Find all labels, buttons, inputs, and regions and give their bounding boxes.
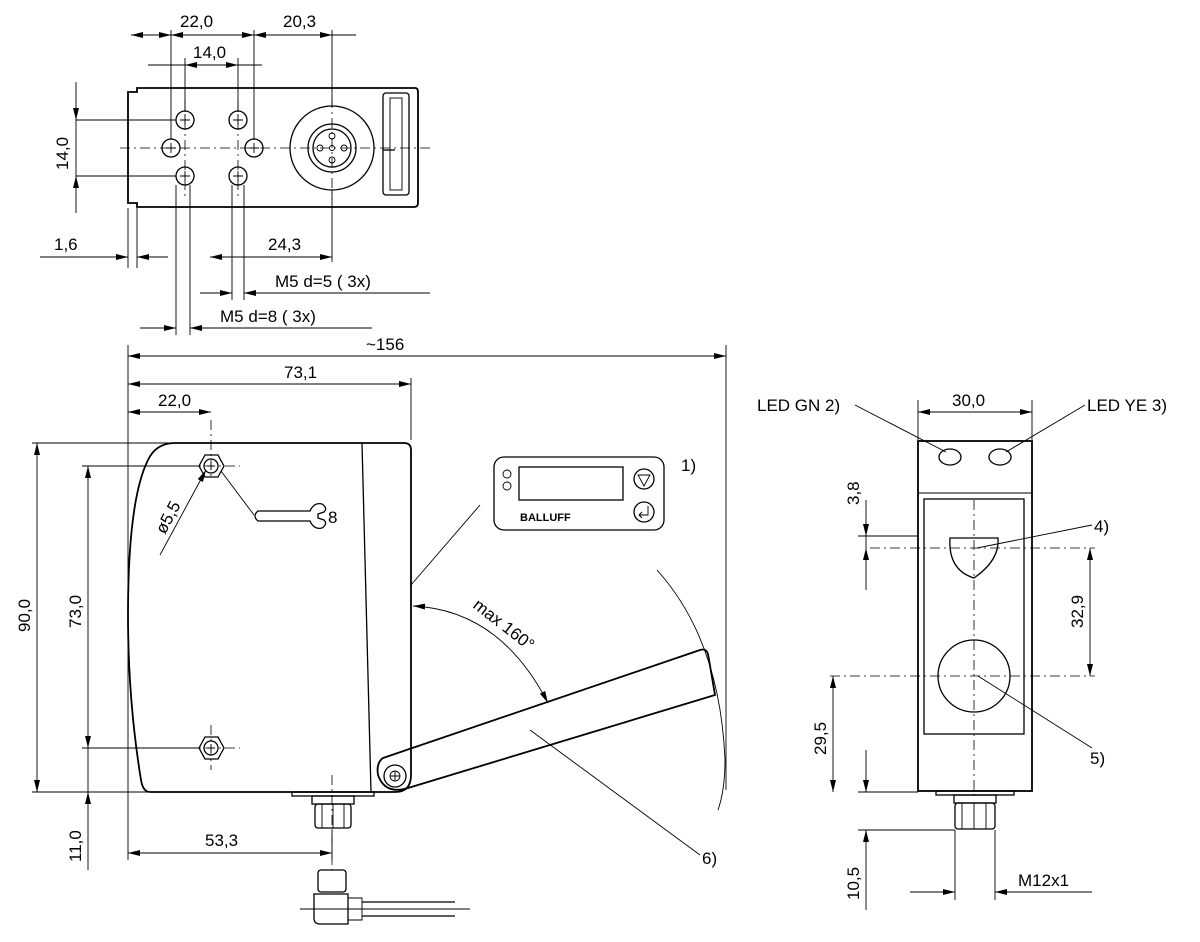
led-gn-label: LED GN 2) <box>757 396 840 415</box>
top-view: 22,0 20,3 14,0 14,0 1,6 24,3 M5 d=5 ( 3x… <box>40 12 430 335</box>
side-view: 4) 5) LED GN 2) LED YE 3) 30,0 3,8 32,9 … <box>757 391 1167 910</box>
dim-73: 73,0 <box>66 595 85 628</box>
dim-20-3: 20,3 <box>283 12 316 31</box>
dim-32-9: 32,9 <box>1068 595 1087 628</box>
receiver-lens <box>949 537 999 579</box>
callout-6: 6) <box>702 849 717 868</box>
front-connector <box>291 791 375 829</box>
dim-53-3: 53,3 <box>205 831 238 850</box>
front-view-housing <box>127 442 412 793</box>
dim-10-5: 10,5 <box>844 867 863 900</box>
enter-button-icon <box>633 501 655 523</box>
callout-4: 4) <box>1094 517 1109 536</box>
diameter-5-5: ø5,5 <box>152 498 185 537</box>
dim-3-8: 3,8 <box>844 481 863 505</box>
dim-22-top: 22,0 <box>180 12 213 31</box>
front-view: 8 ø5,5 max 160° 6) BALLUFF <box>15 335 727 925</box>
angled-cable-plug <box>300 869 470 925</box>
thread-m5-d5: M5 d=5 ( 3x) <box>275 272 371 291</box>
dim-14-vertical: 14,0 <box>53 137 72 170</box>
wrench-icon <box>254 503 327 529</box>
dim-156: ~156 <box>366 335 404 354</box>
down-button-icon <box>633 468 655 490</box>
dim-14-horizontal: 14,0 <box>193 43 226 62</box>
dim-73-1: 73,1 <box>284 363 317 382</box>
dim-30: 30,0 <box>952 391 985 410</box>
side-connector <box>935 790 1015 830</box>
thread-m12: M12x1 <box>1018 871 1069 890</box>
top-view-clip <box>382 92 410 196</box>
swivel-arm <box>376 648 717 791</box>
dim-90: 90,0 <box>15 599 34 632</box>
led-ye-label: LED YE 3) <box>1087 396 1167 415</box>
dim-1-6: 1,6 <box>54 235 78 254</box>
brand-label: BALLUFF <box>520 512 571 524</box>
dim-22-front: 22,0 <box>158 391 191 410</box>
led-green <box>938 448 962 466</box>
angle-max-160: max 160° <box>470 595 538 654</box>
thread-m5-d8: M5 d=8 ( 3x) <box>220 307 316 326</box>
callout-1: 1) <box>681 456 696 475</box>
side-view-housing <box>917 440 1033 792</box>
top-view-housing <box>127 87 419 208</box>
dim-29-5: 29,5 <box>811 722 830 755</box>
display-panel: BALLUFF <box>493 456 665 531</box>
wrench-size: 8 <box>328 508 337 527</box>
dim-24-3: 24,3 <box>268 235 301 254</box>
led-yellow <box>988 448 1012 466</box>
callout-5: 5) <box>1090 749 1105 768</box>
dim-11: 11,0 <box>66 830 85 862</box>
